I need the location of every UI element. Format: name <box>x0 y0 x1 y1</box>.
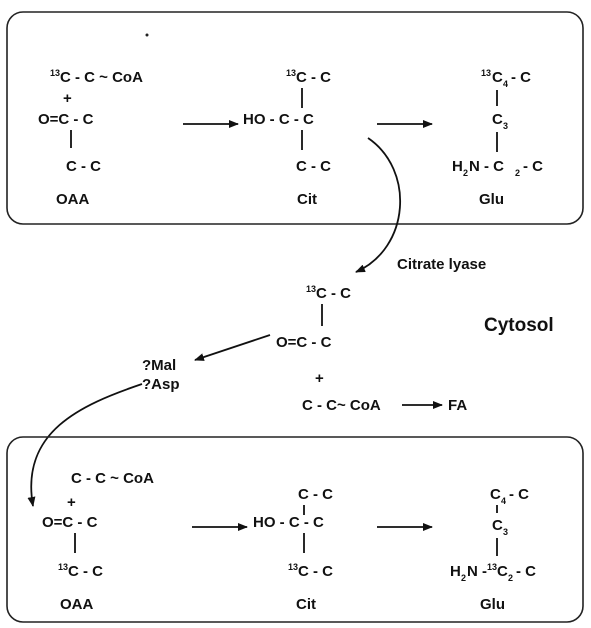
cit-bottom-row: C - C <box>296 158 331 175</box>
cit-label: Cit <box>296 596 316 613</box>
acetyl-coa-formula: C - C ~ CoA <box>60 69 143 86</box>
cit-top-row: C - C <box>298 486 333 503</box>
cit-bottom-row: C - C <box>298 563 333 580</box>
glu-amine-n: N - <box>467 563 487 580</box>
oaa-bottom-row: C - C <box>66 158 101 175</box>
glu-c4-rest: - C <box>509 486 529 503</box>
top-oaa-structure: 13 C - C ~ CoA + O=C - C C - C OAA <box>38 68 143 208</box>
glu-c2: C <box>497 563 508 580</box>
acetyl-coa-formula: C - C ~ CoA <box>71 470 154 487</box>
cit-hydroxyl-row: HO - C - C <box>243 111 314 128</box>
oaa-label: OAA <box>60 596 94 613</box>
glu-amine-mid: N - C <box>469 158 504 175</box>
arrow-citrate-export <box>355 137 401 273</box>
subscript: 2 <box>461 573 466 583</box>
bottom-glu-structure: C 4 - C C 3 H 2 N - 13 C 2 - C Glu <box>450 486 536 613</box>
cit-hydroxyl-row: HO - C - C <box>253 514 324 531</box>
bottom-cit-structure: C - C HO - C - C 13 C - C Cit <box>253 486 333 613</box>
glu-label: Glu <box>480 596 505 613</box>
subscript: 2 <box>508 573 513 583</box>
glu-c4-rest: - C <box>511 69 531 86</box>
bottom-oaa-structure: C - C ~ CoA + O=C - C 13 C - C OAA <box>42 470 154 613</box>
mitochondrion-bottom-box <box>6 436 584 623</box>
top-cit-structure: 13 C - C HO - C - C C - C Cit <box>243 68 331 208</box>
mitochondrion-top-box <box>6 11 584 225</box>
glu-label: Glu <box>479 191 504 208</box>
oaa-bottom-row: C - C <box>68 563 103 580</box>
subscript: 3 <box>503 527 508 537</box>
isotope-label: 13 <box>487 562 497 572</box>
glu-c3: C <box>492 111 503 128</box>
subscript: 4 <box>501 496 506 506</box>
glu-amine-h: H <box>450 563 461 580</box>
oaa-carbonyl-row: O=C - C <box>38 111 94 128</box>
arrow-to-mal-asp <box>194 334 271 361</box>
glu-c4: C <box>492 69 503 86</box>
plus-sign: + <box>63 90 72 107</box>
glu-amine-h: H <box>452 158 463 175</box>
asp-label: ?Asp <box>142 376 180 393</box>
subscript: 2 <box>515 168 520 178</box>
oaa-carbonyl-row: O=C - C <box>42 514 98 531</box>
top-glu-structure: 13 C 4 - C C 3 H 2 N - C 2 - C Glu <box>452 68 543 208</box>
glu-amine-rest: - C <box>523 158 543 175</box>
isotope-label: 13 <box>50 68 60 78</box>
isotope-label: 13 <box>286 68 296 78</box>
glu-c3: C <box>492 517 503 534</box>
product-carbonyl-row: O=C - C <box>276 334 332 351</box>
enzyme-label: Citrate lyase <box>397 256 486 273</box>
cytosol-product-structure: 13 C - C O=C - C <box>276 284 351 351</box>
subscript: 2 <box>463 168 468 178</box>
acetyl-coa-formula: C - C~ CoA <box>302 397 381 414</box>
compartment-label: Cytosol <box>484 315 554 336</box>
isotope-label: 13 <box>481 68 491 78</box>
isotope-label: 13 <box>288 562 298 572</box>
isotope-label: 13 <box>58 562 68 572</box>
isotope-label: 13 <box>306 284 316 294</box>
mal-label: ?Mal <box>142 357 176 374</box>
cit-label: Cit <box>297 191 317 208</box>
product-top-row: C - C <box>316 285 351 302</box>
glu-c4: C <box>490 486 501 503</box>
cit-top-row: C - C <box>296 69 331 86</box>
stray-mark <box>145 33 149 37</box>
subscript: 4 <box>503 79 508 89</box>
fa-label: FA <box>448 397 467 414</box>
arrow-oaa-import <box>27 383 143 507</box>
plus-sign: + <box>67 494 76 511</box>
glu-amine-rest: - C <box>516 563 536 580</box>
oaa-label: OAA <box>56 191 90 208</box>
plus-sign: + <box>315 370 324 387</box>
subscript: 3 <box>503 121 508 131</box>
